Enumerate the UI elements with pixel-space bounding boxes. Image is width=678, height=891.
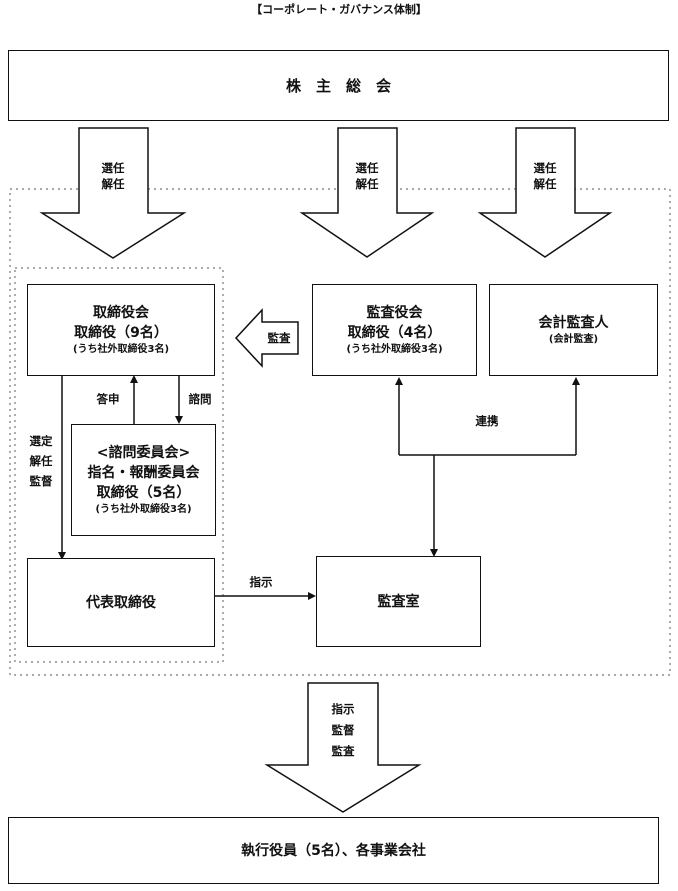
executives-box: 執行役員（5名）、各事業会社 bbox=[8, 817, 659, 884]
board-outside-directors: (うち社外取締役3名) bbox=[72, 344, 170, 355]
committee-name: 指名・報酬委員会 bbox=[87, 465, 200, 481]
committee-outside: (うち社外取締役3名) bbox=[95, 504, 192, 515]
audit-board-members: 取締役（4名） bbox=[347, 325, 442, 341]
block-arrow-audit bbox=[234, 308, 299, 368]
dotted-board-frame bbox=[14, 267, 224, 663]
accounting-auditor-sub: (会計監査) bbox=[548, 334, 599, 345]
elect-right-line2: 解任 bbox=[533, 177, 557, 191]
audit-office-label: 監査室 bbox=[377, 593, 420, 610]
audit-office-box: 監査室 bbox=[316, 556, 481, 647]
elect-left-line1: 選任 bbox=[101, 161, 125, 175]
audit-board-outside: (うち社外取締役3名) bbox=[346, 344, 443, 355]
elect-right-label: 選任 解任 bbox=[525, 160, 565, 192]
elect-right-line1: 選任 bbox=[533, 161, 557, 175]
board-of-directors-box: 取締役会 取締役（9名） (うち社外取締役3名) bbox=[27, 284, 215, 376]
select-label: 選定 解任 監督 bbox=[25, 431, 57, 491]
block-arrow-bottom bbox=[264, 682, 422, 813]
cooperation-label: 連携 bbox=[475, 414, 499, 428]
block-arrow-elect-mid bbox=[299, 127, 435, 258]
audit-board-box: 監査役会 取締役（4名） (うち社外取締役3名) bbox=[312, 284, 477, 376]
audit-arrow-label: 監査 bbox=[267, 331, 291, 345]
shareholders-meeting-box: 株 主 総 会 bbox=[8, 50, 669, 121]
representative-director-box: 代表取締役 bbox=[27, 558, 215, 647]
consult-label: 諮問 bbox=[188, 392, 212, 406]
accounting-auditor-title: 会計監査人 bbox=[538, 315, 609, 331]
bottom-arrow-label: 指示 監督 監査 bbox=[322, 699, 364, 762]
board-members: 取締役（9名） bbox=[74, 325, 168, 341]
bottom-line2: 監督 bbox=[331, 723, 355, 737]
page-title: 【コーポレート・ガバナンス体制】 bbox=[251, 3, 427, 16]
shareholders-meeting-label: 株 主 総 会 bbox=[285, 76, 391, 95]
committee-heading: <諮問委員会> bbox=[96, 445, 191, 461]
select-line3: 監督 bbox=[29, 474, 53, 488]
accounting-auditor-box: 会計監査人 (会計監査) bbox=[489, 284, 658, 376]
audit-board-title: 監査役会 bbox=[366, 305, 423, 321]
elect-mid-line2: 解任 bbox=[355, 177, 379, 191]
block-arrow-elect-left bbox=[39, 127, 187, 259]
advisory-committee-box: <諮問委員会> 指名・報酬委員会 取締役（5名） (うち社外取締役3名) bbox=[71, 424, 216, 536]
elect-left-line2: 解任 bbox=[101, 177, 125, 191]
block-arrow-elect-right bbox=[477, 127, 613, 258]
select-line1: 選定 bbox=[29, 434, 53, 448]
bottom-line1: 指示 bbox=[331, 702, 355, 716]
bottom-line3: 監査 bbox=[331, 744, 355, 758]
board-title: 取締役会 bbox=[93, 305, 149, 321]
elect-mid-label: 選任 解任 bbox=[347, 160, 387, 192]
report-label: 答申 bbox=[96, 392, 120, 406]
representative-label: 代表取締役 bbox=[86, 594, 156, 611]
select-line2: 解任 bbox=[29, 454, 53, 468]
elect-mid-line1: 選任 bbox=[355, 161, 379, 175]
executives-label: 執行役員（5名）、各事業会社 bbox=[241, 842, 426, 859]
elect-left-label: 選任 解任 bbox=[93, 160, 133, 192]
committee-members: 取締役（5名） bbox=[96, 485, 191, 501]
instruct-label: 指示 bbox=[249, 575, 273, 589]
